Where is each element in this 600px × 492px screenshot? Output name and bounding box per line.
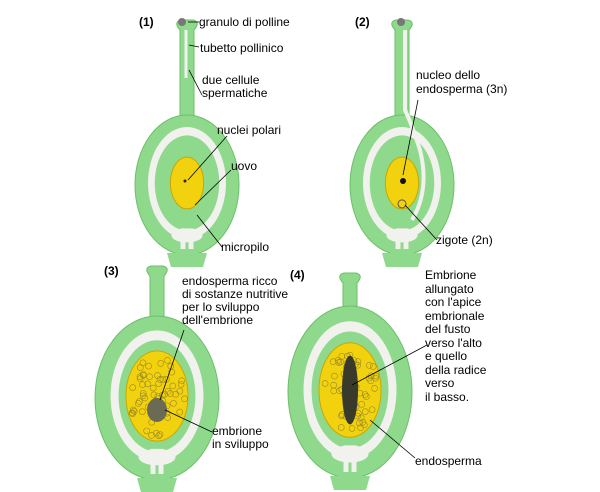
label-endosperm-nucleus-2: endosperma (3n) — [416, 83, 507, 97]
label-elongated-embryo-line: verso — [425, 377, 454, 391]
panel-1-number: (1) — [139, 15, 154, 29]
label-endosperm: endosperma — [415, 455, 482, 469]
micropyle-chamber — [138, 449, 175, 465]
label-endosperm-rich-4: dell'embrione — [182, 314, 253, 328]
endosperm-nucleus — [400, 178, 406, 184]
label-elongated-embryo-line: allungato — [425, 283, 474, 297]
stalk-base — [330, 476, 370, 490]
label-egg: uovo — [231, 160, 257, 174]
label-elongated-embryo-line: del fusto — [425, 323, 470, 337]
label-micropyle: micropilo — [221, 241, 269, 255]
label-polar-nuclei: nuclei polari — [217, 124, 281, 138]
label-elongated-embryo-line: il basso. — [425, 391, 469, 405]
label-elongated-embryo-line: con l'apice — [425, 296, 481, 310]
label-zygote: zigote (2n) — [436, 234, 493, 248]
micropyle-chamber — [331, 445, 368, 462]
panel-2-number: (2) — [355, 15, 370, 29]
panel-3-number: (3) — [104, 264, 119, 278]
label-elongated-embryo-line: e quello — [425, 350, 467, 364]
label-pollen-tube: tubetto pollinico — [200, 42, 283, 56]
style-stalk — [392, 20, 413, 123]
polar-nuclei — [184, 180, 187, 183]
panel-4-number: (4) — [290, 268, 305, 282]
style-stalk — [147, 266, 168, 324]
elongated-embryo — [342, 356, 358, 425]
label-elongated-embryo-line: Embrione — [425, 269, 476, 283]
stalk-base — [382, 253, 422, 267]
zygote — [398, 200, 406, 208]
label-elongated-embryo-line: verso l'alto — [425, 337, 482, 351]
pollen-grain — [178, 18, 186, 26]
stalk-base — [137, 478, 177, 492]
pollen-grain — [397, 18, 405, 26]
micropyle-chamber — [386, 228, 417, 242]
label-pollen-grain: granulo di polline — [199, 16, 290, 30]
micropyle-chamber — [171, 228, 202, 242]
label-elongated-embryo-line: della radice — [425, 364, 486, 378]
stalk-base — [167, 253, 207, 267]
label-endosperm-nucleus-1: nucleo dello — [416, 69, 480, 83]
label-elongated-embryo-line: embrionale — [425, 310, 484, 324]
label-developing-embryo-2: in sviluppo — [212, 438, 269, 452]
label-sperm-cells-2: spermatiche — [202, 87, 267, 101]
developing-embryo — [147, 398, 167, 422]
